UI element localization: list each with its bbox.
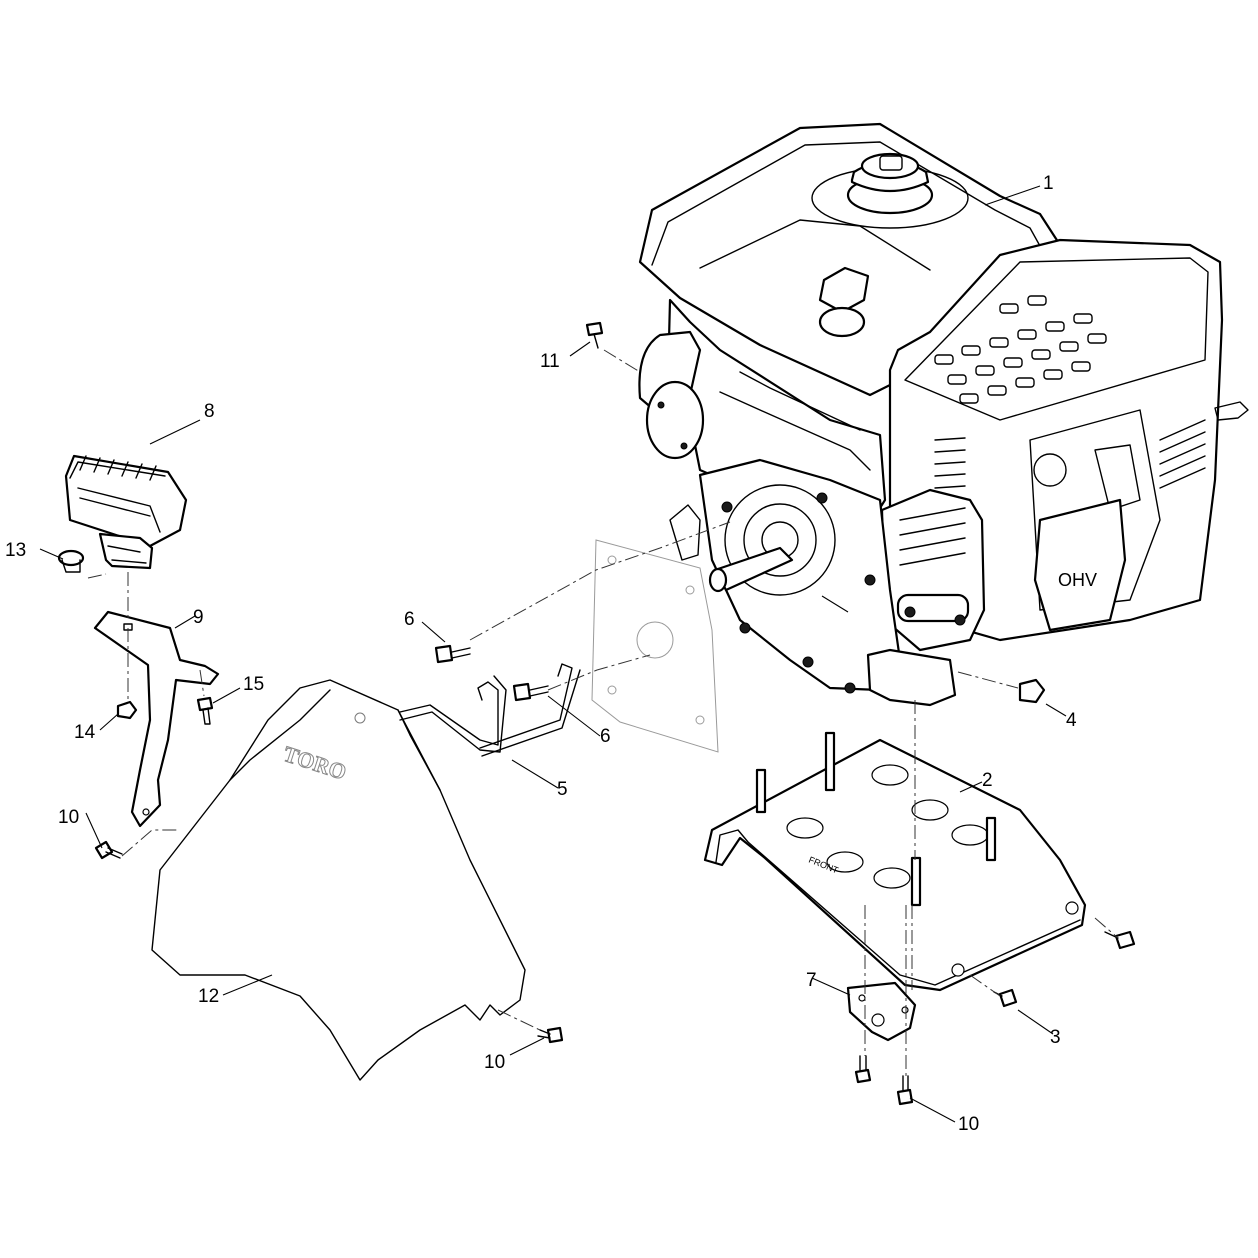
shroud: TORO (151, 679, 526, 1081)
callout-6-upper: 6 (404, 609, 415, 630)
callout-9: 9 (193, 607, 204, 628)
callout-14: 14 (74, 722, 96, 743)
callout-1: 1 (1043, 173, 1054, 194)
callout-5: 5 (557, 779, 568, 800)
callout-8: 8 (204, 401, 215, 422)
ohv-badge: OHV (1058, 570, 1097, 590)
callout-2: 2 (982, 770, 993, 791)
cover-grille (934, 295, 1107, 404)
engine: OHV (638, 122, 1249, 707)
callout-6-lower: 6 (600, 726, 611, 747)
engine-mount-plate: FRONT (703, 731, 1087, 992)
callout-3: 3 (1050, 1027, 1061, 1048)
callout-4: 4 (1066, 710, 1077, 731)
callout-7: 7 (806, 970, 817, 991)
shroud-logo: TORO (280, 741, 349, 785)
leader-lines (39, 185, 1067, 1123)
callout-10-left: 10 (58, 807, 79, 828)
callout-10-right: 10 (958, 1114, 979, 1135)
rod (399, 663, 581, 757)
light-bracket (93, 610, 220, 828)
callout-11: 11 (540, 351, 560, 372)
mounting-plate (591, 539, 719, 753)
callout-13: 13 (5, 540, 26, 561)
callout-10-middle: 10 (484, 1052, 505, 1073)
callout-12: 12 (198, 986, 219, 1007)
assembly-centerlines (87, 349, 1119, 1076)
small-bracket (846, 981, 917, 1042)
fasteners (57, 321, 1136, 1106)
side-vents (934, 419, 1206, 489)
callout-15: 15 (243, 674, 264, 695)
headlight (64, 454, 188, 570)
housing-bolts (721, 492, 966, 694)
callout-labels: 1 2 3 4 5 6 6 7 8 9 10 10 10 11 12 13 14… (5, 173, 1077, 1135)
